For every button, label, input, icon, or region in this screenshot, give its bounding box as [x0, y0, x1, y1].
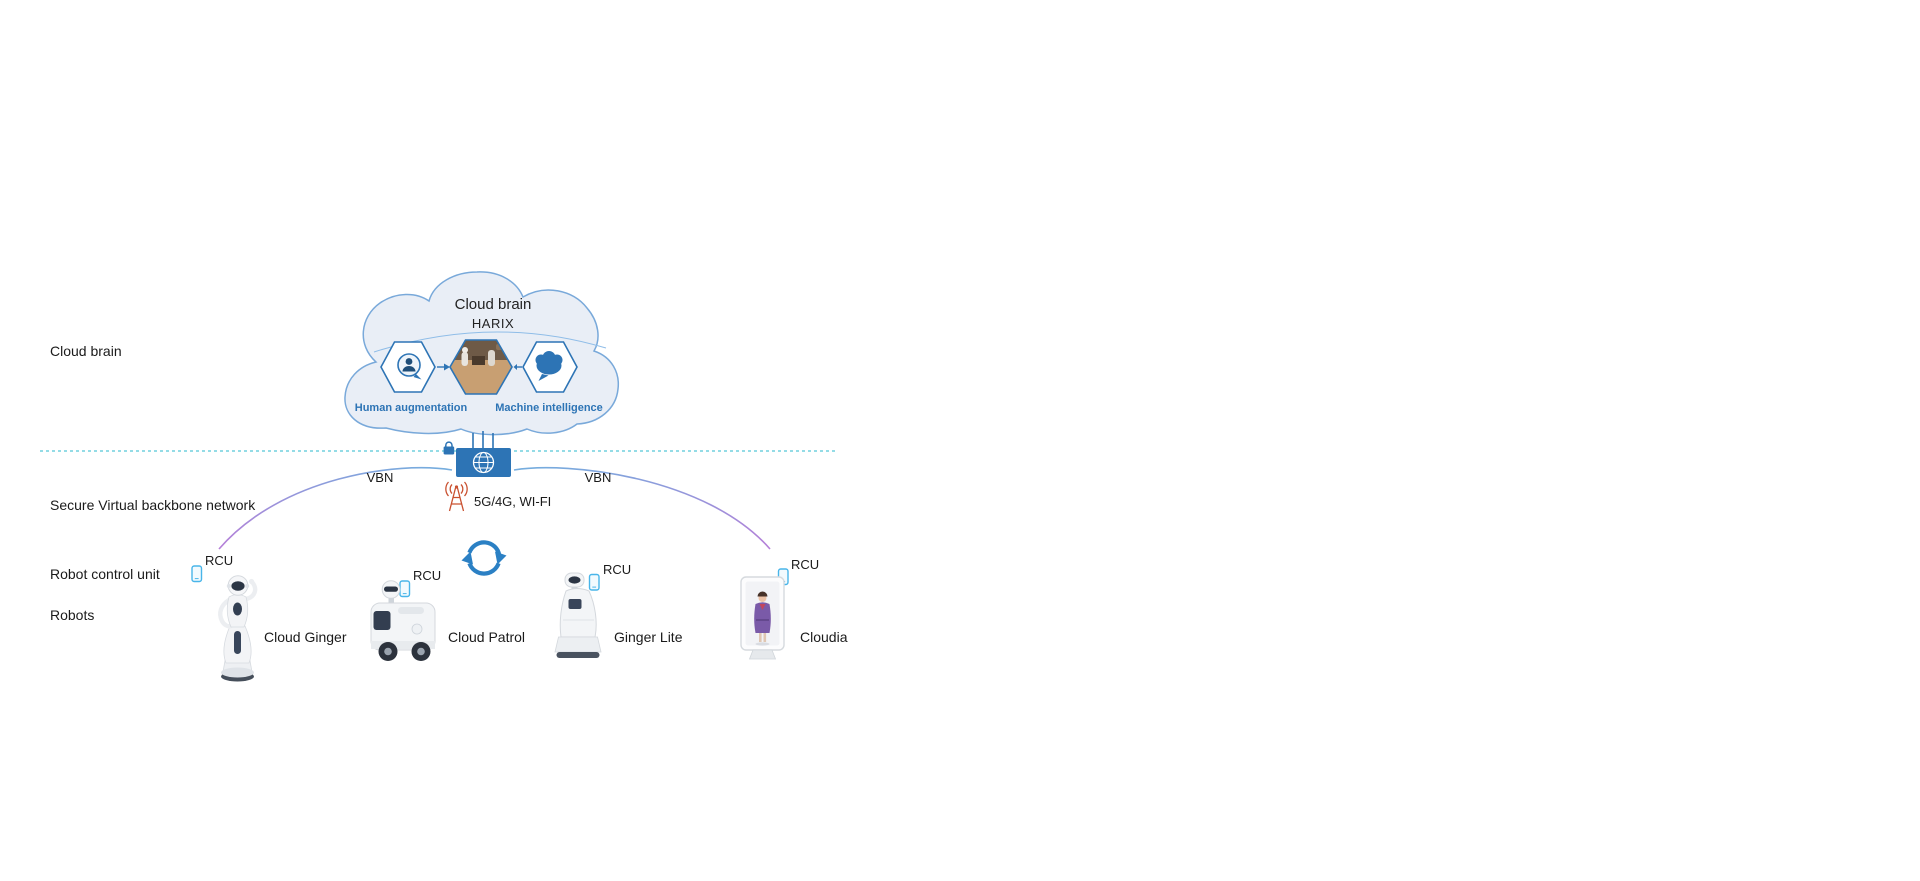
arrow-right-to-core-icon — [513, 364, 522, 370]
ginger-lite-image — [554, 572, 602, 658]
hexagon-harix-scene — [449, 339, 513, 395]
rcu-tag: RCU — [603, 562, 632, 577]
robot-name-ginger-lite: Ginger Lite — [614, 629, 683, 645]
cloud-ginger-image — [218, 575, 258, 682]
vbn-curve-right — [513, 466, 771, 550]
rcu-phone-icon — [191, 565, 203, 583]
robot-name-cloud-ginger: Cloud Ginger — [264, 629, 347, 645]
gateway-router-icon — [443, 441, 511, 477]
robot-name-cloudia: Cloudia — [800, 629, 848, 645]
hexagon-human-augmentation — [380, 341, 436, 393]
rcu-tag: RCU — [205, 553, 234, 568]
wireless-label: 5G/4G, WI-FI — [474, 494, 552, 509]
layer-label-robot-control-unit: Robot control unit — [50, 566, 160, 582]
globe-icon — [472, 451, 495, 474]
antenna-tower-icon — [445, 481, 468, 512]
cloud-router-connectors — [472, 431, 494, 448]
layer-label-cloud-brain: Cloud brain — [50, 343, 122, 359]
speech-bubble-icon — [535, 351, 563, 381]
hex-label-human-augmentation: Human augmentation — [354, 402, 468, 414]
robot-name-cloud-patrol: Cloud Patrol — [448, 629, 526, 645]
cloud-subtitle-harix: HARIX — [471, 316, 515, 331]
rcu-phone-icon — [588, 573, 600, 591]
cloud-patrol-image — [370, 580, 436, 661]
vbn-label-left: VBN — [366, 470, 394, 485]
cloud-title: Cloud brain — [454, 296, 532, 313]
arrow-left-to-core-icon — [437, 363, 450, 371]
hexagon-machine-intelligence — [522, 341, 578, 393]
vbn-label-right: VBN — [584, 470, 612, 485]
rcu-tag: RCU — [413, 568, 442, 583]
rcu-phone-icon — [399, 580, 411, 598]
hex-label-machine-intelligence: Machine intelligence — [495, 402, 603, 414]
rcu-tag: RCU — [791, 557, 820, 572]
layer-label-robots: Robots — [50, 607, 95, 623]
layer-label-secure-vbn: Secure Virtual backbone network — [50, 497, 256, 513]
person-chat-icon — [397, 353, 422, 380]
cloudia-image — [740, 576, 785, 660]
lock-icon — [443, 441, 455, 455]
sync-arrows-icon — [461, 540, 507, 576]
vbn-curve-left — [218, 466, 453, 550]
